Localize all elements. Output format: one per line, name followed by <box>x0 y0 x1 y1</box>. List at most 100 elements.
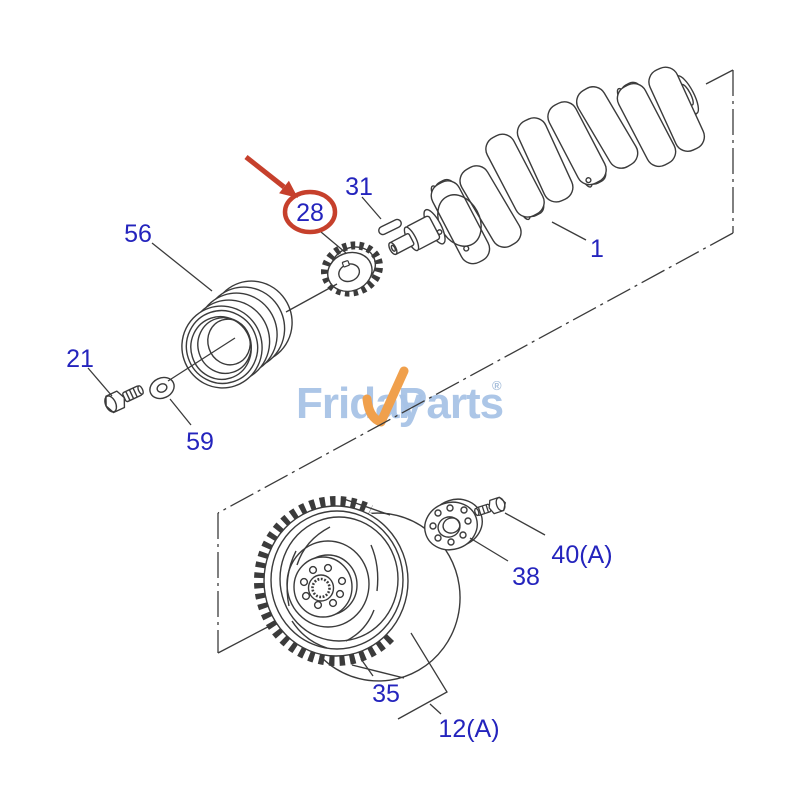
flywheel-bolt-hole <box>308 565 318 575</box>
flywheel-bolt-hole <box>335 589 345 599</box>
leader-56 <box>151 242 213 292</box>
washer-hole <box>156 383 168 393</box>
leader-lines <box>87 196 587 720</box>
key-drawing <box>378 218 402 236</box>
highlight-marker <box>244 155 338 235</box>
crank-web <box>485 133 545 218</box>
plate-hole <box>434 509 442 517</box>
timing-gear-drawing <box>320 241 384 297</box>
flywheel-swirl-spoke <box>370 544 379 592</box>
crank-web <box>547 101 607 186</box>
flywheel-bolt-hole <box>301 591 311 601</box>
leader-35 <box>360 658 374 677</box>
gear-teeth-ring <box>320 241 384 297</box>
flywheel-bottom-tangent <box>351 664 405 679</box>
bolt-thread <box>132 387 138 398</box>
flywheel-face-ring <box>270 510 404 650</box>
leader-40a <box>504 512 546 536</box>
washer-drawing <box>149 376 175 400</box>
plate-drawing <box>424 498 483 551</box>
brand-registered-mark: ® <box>492 378 502 393</box>
washer-outer <box>149 376 175 400</box>
bolt-21-drawing <box>104 385 144 414</box>
brand-logo-swoosh-icon <box>362 366 409 427</box>
flywheel-swirl-spoke <box>345 609 375 642</box>
bracket-12a <box>397 632 448 720</box>
boundary-top-edge <box>705 69 734 85</box>
part-label-12a: 12(A) <box>438 715 499 743</box>
leader-12a <box>429 703 442 715</box>
plate-hole <box>429 522 437 530</box>
bolt-tip <box>137 385 144 395</box>
plate-bore-depth <box>442 517 461 534</box>
leader-28 <box>320 231 347 254</box>
flywheel-bolt-hole <box>328 598 338 608</box>
flywheel-inner-ring <box>286 540 370 628</box>
crankshaft-drawing <box>388 66 706 265</box>
pulley-bore-depth <box>207 318 251 366</box>
pulley-drawing <box>181 280 293 389</box>
part-label-28: 28 <box>296 199 324 227</box>
flywheel-face-ring <box>279 516 399 642</box>
flywheel-bolt-hole <box>313 600 323 610</box>
bolt-thread <box>481 505 486 514</box>
part-labels: 56 21 59 28 31 1 38 40(A) 35 12(A) <box>66 173 612 743</box>
crank-web-hole <box>585 177 592 184</box>
brand-logo-text-right: Parts <box>398 379 503 428</box>
flywheel-bolt-hole <box>337 576 347 586</box>
brand-logo: Friday Parts ® <box>296 366 504 428</box>
bolt-head-face <box>104 395 118 413</box>
boundary-diagonal-divider <box>217 232 734 514</box>
crank-web <box>459 165 522 248</box>
flywheel-face-outline <box>263 505 409 657</box>
flywheel-bolt-hole <box>323 563 333 573</box>
plate-hole <box>446 504 454 512</box>
leader-59 <box>169 398 192 426</box>
crank-web <box>575 86 639 169</box>
assembly-axis-rear <box>285 283 338 313</box>
plate-hole <box>464 517 472 525</box>
bolt-head-face <box>495 496 506 512</box>
flywheel-swirl-spoke <box>296 526 331 566</box>
crank-web-hole <box>463 245 470 252</box>
crank-nose-bore <box>390 244 397 252</box>
gear-keyway-notch <box>341 260 350 268</box>
part-label-21: 21 <box>66 345 94 373</box>
bolt-tip <box>474 507 480 517</box>
flywheel-bolt-hole <box>299 577 309 587</box>
plate-hole <box>459 531 467 539</box>
flywheel-center-bore <box>307 574 335 602</box>
flywheel-swirl-spoke <box>291 620 328 649</box>
flywheel-spline-ring <box>311 577 331 599</box>
plate-hole <box>460 506 468 514</box>
highlight-circle-icon <box>282 189 338 235</box>
part-label-35: 35 <box>372 680 400 708</box>
leader-21 <box>87 367 113 397</box>
brand-logo-text-left: Friday <box>296 379 424 428</box>
part-label-59: 59 <box>186 428 214 456</box>
leader-31 <box>361 196 382 220</box>
highlight-arrow-shaft <box>244 155 286 189</box>
part-label-40a: 40(A) <box>551 541 612 569</box>
key-body <box>378 218 402 236</box>
plate-hole <box>447 538 455 546</box>
crank-web <box>616 82 677 168</box>
flywheel-hub <box>293 556 353 618</box>
flywheel-drawing <box>254 496 461 682</box>
plate-hole <box>434 534 442 542</box>
crank-web <box>648 66 706 152</box>
bolt-thread <box>477 507 482 516</box>
leader-1 <box>551 221 587 241</box>
leader-38 <box>469 537 509 562</box>
part-label-38: 38 <box>512 563 540 591</box>
gear-front-face <box>327 251 373 293</box>
pulley-front-ring <box>185 309 259 385</box>
highlight-arrow-head-icon <box>279 180 298 198</box>
part-label-56: 56 <box>124 220 152 248</box>
crank-web <box>516 117 574 203</box>
bolt-thread <box>125 391 131 401</box>
bolt-thread <box>128 389 135 400</box>
part-label-1: 1 <box>590 235 604 263</box>
